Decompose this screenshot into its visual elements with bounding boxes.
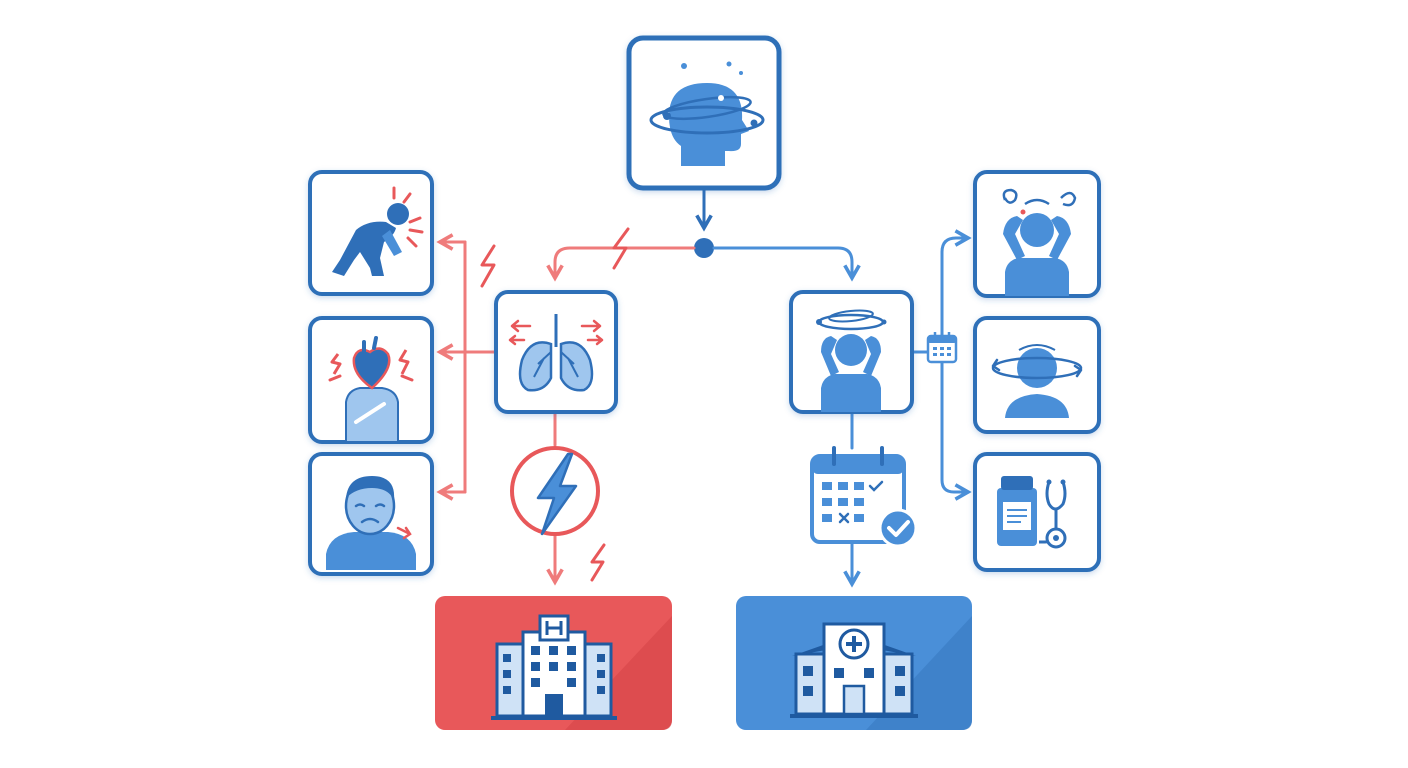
appointment-node [810, 446, 918, 548]
junction-to-dizzy-arrow [712, 246, 861, 282]
heart-pain-node [308, 316, 434, 444]
dizzy-person-icon [816, 309, 887, 412]
small-calendar-icon [926, 332, 958, 364]
to-head-pain-arrow [940, 229, 972, 254]
medication-node [973, 452, 1101, 572]
small-bolt-icon [480, 244, 496, 288]
medicine-stethoscope-icon [997, 476, 1067, 549]
small-bolt-icon [590, 543, 606, 582]
headache-person-icon [1002, 188, 1077, 296]
clinic-cross-icon [790, 622, 918, 718]
dizziness-head-node [626, 35, 782, 191]
holding-head-node [789, 290, 914, 414]
chest-pain-collapse-node [308, 170, 434, 296]
hospital-h-icon [491, 614, 617, 720]
dizzy-head-icon [649, 61, 765, 166]
junction-dot [694, 238, 714, 258]
lightning-bolt-icon [536, 452, 578, 536]
vertigo-person-icon [991, 344, 1083, 418]
emergency-bolt-node [510, 446, 600, 536]
emergency-hospital-node [435, 596, 672, 730]
clinic-node [736, 596, 972, 730]
heart-pain-icon [328, 336, 414, 443]
faint-person-icon [326, 476, 416, 570]
lungs-node [494, 290, 618, 414]
calendar-check-icon [810, 446, 918, 548]
vertigo-node [973, 316, 1101, 434]
head-pain-node [973, 170, 1101, 298]
small-bolt-icon [612, 227, 630, 270]
right-vertical-trunk [940, 250, 972, 501]
red-bolt-marks [480, 227, 630, 582]
lungs-icon [508, 314, 604, 392]
collapsed-person-icon [332, 186, 424, 276]
fainting-person-node [308, 452, 434, 576]
junction-to-lungs-arrow [546, 246, 696, 282]
